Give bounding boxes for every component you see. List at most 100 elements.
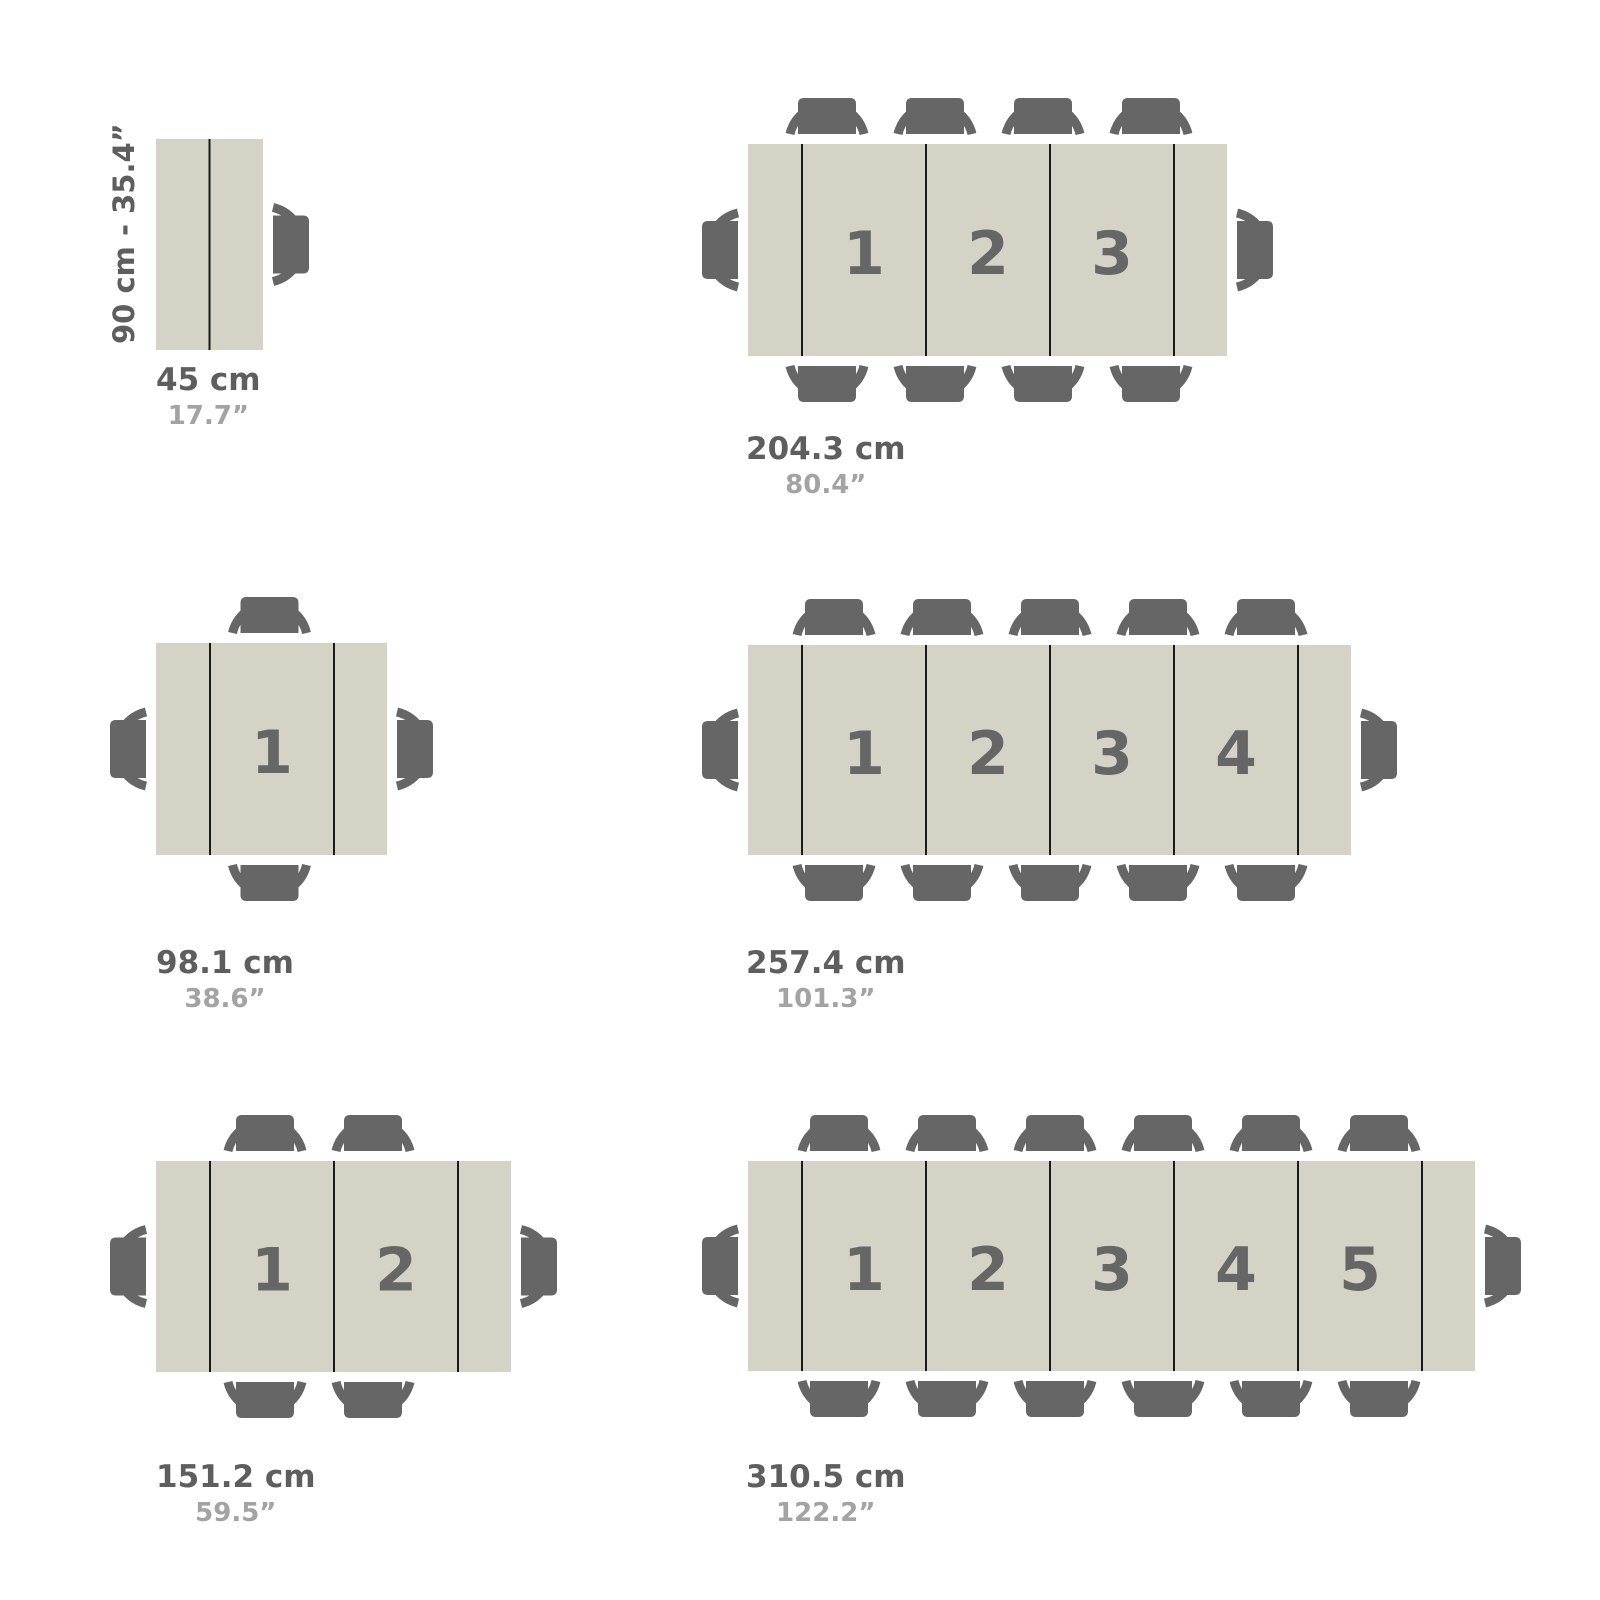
chair-back	[1483, 1224, 1519, 1308]
leaf-number: 3	[1091, 719, 1133, 789]
width-inch-label: 80.4”	[785, 470, 866, 500]
chair-icon	[792, 863, 876, 901]
chair-icon	[228, 597, 311, 635]
leaf-number: 2	[375, 1236, 417, 1306]
chair-icon	[785, 98, 869, 136]
width-inch-label: 122.2”	[776, 1498, 875, 1528]
leaf-number: 3	[1091, 1235, 1133, 1305]
leaf-number: 1	[843, 1235, 885, 1305]
width-inch-label: 17.7”	[168, 401, 249, 431]
chair-back	[519, 1225, 555, 1308]
chair-back	[1116, 863, 1200, 899]
height-label-text: 90 cm - 35.4”	[107, 123, 141, 344]
chair-icon	[331, 1115, 415, 1153]
chair-back	[792, 863, 876, 899]
chair-icon	[905, 1115, 989, 1153]
leaf-number: 1	[843, 719, 885, 789]
width-inch-label: 59.5”	[195, 1498, 276, 1528]
chair-back	[893, 364, 977, 400]
chair-icon	[110, 1225, 148, 1308]
chair-back	[1224, 601, 1308, 637]
chair-back	[1229, 1379, 1313, 1415]
table-top	[156, 643, 387, 855]
chair-icon	[1229, 1379, 1313, 1417]
table-top	[748, 1161, 1475, 1371]
chair-icon	[1229, 1115, 1313, 1153]
chair-icon	[271, 203, 309, 286]
chair-back	[1109, 100, 1193, 136]
chair-icon	[797, 1379, 881, 1417]
table-top	[748, 144, 1227, 356]
chair-back	[785, 364, 869, 400]
chair-icon	[900, 863, 984, 901]
chair-icon	[792, 599, 876, 637]
leaf-number: 3	[1091, 219, 1133, 289]
chair-icon	[223, 1115, 307, 1153]
chair-back	[112, 1225, 148, 1308]
chair-icon	[702, 1224, 740, 1308]
chair-icon	[905, 1379, 989, 1417]
chair-icon	[110, 707, 148, 791]
chair-back	[395, 707, 431, 791]
chair-back	[1121, 1117, 1205, 1153]
chair-back	[1001, 100, 1085, 136]
leaf-number: 1	[843, 219, 885, 289]
chair-back	[1224, 863, 1308, 899]
chair-back	[704, 208, 740, 292]
chair-icon	[1224, 863, 1308, 901]
leaf-number: 4	[1215, 1235, 1257, 1305]
chair-back	[112, 707, 148, 791]
chair-icon	[1121, 1379, 1205, 1417]
chair-icon	[893, 364, 977, 402]
leaf-number: 5	[1339, 1235, 1381, 1305]
chair-back	[1008, 863, 1092, 899]
chair-icon	[1483, 1224, 1521, 1308]
chair-back	[331, 1380, 415, 1416]
width-cm-label: 257.4 cm	[746, 945, 906, 981]
chair-back	[797, 1379, 881, 1415]
chair-icon	[1008, 863, 1092, 901]
chair-back	[228, 599, 311, 635]
chair-icon	[1116, 599, 1200, 637]
chair-icon	[1235, 208, 1273, 292]
chair-back	[1337, 1379, 1421, 1415]
chair-icon	[785, 364, 869, 402]
leaf-number: 1	[251, 718, 293, 788]
leaf-number: 4	[1215, 719, 1257, 789]
chair-icon	[228, 863, 311, 901]
chair-back	[223, 1380, 307, 1416]
chair-back	[1359, 708, 1395, 792]
chair-icon	[395, 707, 433, 791]
chair-back	[1109, 364, 1193, 400]
chair-back	[704, 708, 740, 792]
chair-icon	[1359, 708, 1397, 792]
chair-icon	[1013, 1379, 1097, 1417]
chair-back	[797, 1117, 881, 1153]
chair-back	[893, 100, 977, 136]
chair-back	[271, 203, 307, 286]
chair-back	[228, 863, 311, 899]
width-cm-label: 151.2 cm	[156, 1459, 316, 1495]
chair-back	[1337, 1117, 1421, 1153]
chair-back	[1116, 601, 1200, 637]
chair-icon	[702, 208, 740, 292]
chair-icon	[1116, 863, 1200, 901]
chair-icon	[223, 1380, 307, 1418]
chair-icon	[1109, 98, 1193, 136]
width-inch-label: 101.3”	[776, 984, 875, 1014]
chair-back	[1013, 1379, 1097, 1415]
chair-back	[223, 1117, 307, 1153]
chair-back	[1235, 208, 1271, 292]
chair-back	[900, 863, 984, 899]
chair-icon	[1337, 1379, 1421, 1417]
chair-icon	[1121, 1115, 1205, 1153]
chair-back	[1229, 1117, 1313, 1153]
height-label: 90 cm - 35.4”	[107, 123, 141, 344]
